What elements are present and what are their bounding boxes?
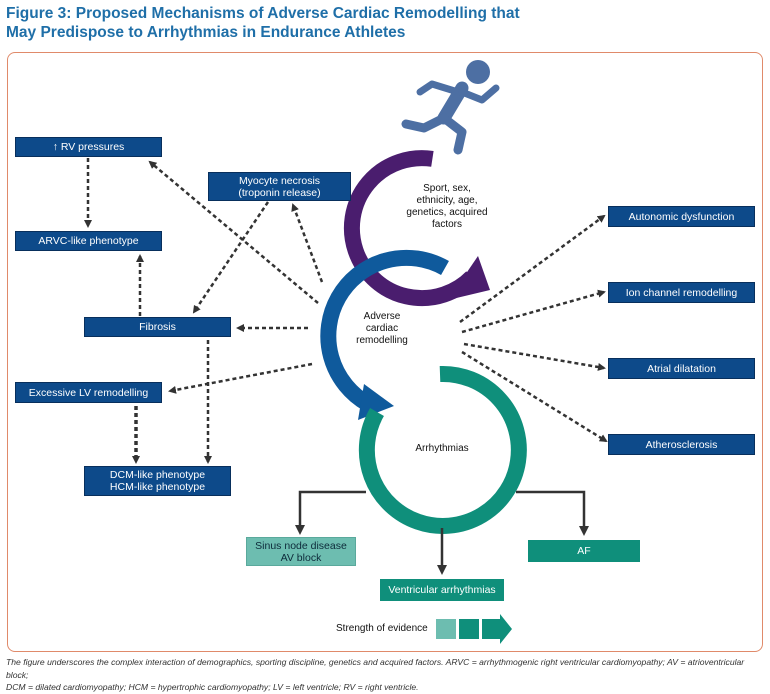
adverse-line-2: cardiac <box>365 323 399 334</box>
sport-ring <box>343 150 490 307</box>
node-arvc-like-label: ARVC-like phenotype <box>38 235 139 247</box>
arrhythmias-text: Arrhythmias <box>415 443 469 454</box>
title-line-1: Figure 3: Proposed Mechanisms of Adverse… <box>6 5 520 22</box>
node-atherosclerosis: Atherosclerosis <box>608 434 755 455</box>
legend-medium-swatch <box>459 619 479 639</box>
node-rv-pressures: ↑ RV pressures <box>15 137 162 157</box>
arrhythmias-label: Arrhythmias <box>400 443 484 455</box>
legend-strong-arrow <box>482 614 512 644</box>
caption-line-2: DCM = dilated cardiomyopathy; HCM = hype… <box>6 682 419 692</box>
figure-caption: The figure underscores the complex inter… <box>6 656 766 694</box>
node-fibrosis-label: Fibrosis <box>139 321 176 333</box>
solid-connectors <box>295 490 589 575</box>
node-myocyte-necrosis: Myocyte necrosis (troponin release) <box>208 172 351 201</box>
node-autonomic-dysfunction: Autonomic dysfunction <box>608 206 755 227</box>
node-dcm-like-label: DCM-like phenotype <box>109 469 206 481</box>
arrow-adverse-to-atrial <box>463 342 606 371</box>
node-ventricular-label: Ventricular arrhythmias <box>388 584 496 596</box>
adverse-remodelling-ring <box>320 249 449 420</box>
arrow-adverse-to-rv <box>148 160 319 304</box>
arrow-adverse-to-lv <box>168 362 313 394</box>
arrow-to-af <box>516 490 589 536</box>
sport-line-1: Sport, sex, <box>423 183 471 194</box>
sport-factors-label: Sport, sex, ethnicity, age, genetics, ac… <box>392 183 502 231</box>
adverse-line-3: remodelling <box>356 335 408 346</box>
node-myocyte-line1: Myocyte necrosis <box>238 174 321 187</box>
arrow-adverse-to-ion <box>461 289 606 334</box>
adverse-remodelling-label: Adverse cardiac remodelling <box>334 311 430 347</box>
sport-line-3: genetics, acquired <box>406 207 488 218</box>
dashed-connectors <box>84 158 608 464</box>
node-hcm-like-label: HCM-like phenotype <box>109 481 206 493</box>
evidence-legend <box>436 614 512 644</box>
node-autonomic-label: Autonomic dysfunction <box>628 210 735 223</box>
sport-line-2: ethnicity, age, <box>416 195 478 206</box>
arrow-adverse-to-myocyte <box>291 203 324 283</box>
runner-icon <box>401 60 500 155</box>
node-excessive-lv: Excessive LV remodelling <box>15 382 162 403</box>
node-athero-label: Atherosclerosis <box>645 438 718 451</box>
sport-line-4: factors <box>431 219 462 230</box>
node-ion-channel: Ion channel remodelling <box>608 282 755 303</box>
caption-line-1: The figure underscores the complex inter… <box>6 657 745 680</box>
legend-weak-swatch <box>436 619 456 639</box>
node-myocyte-line2: (troponin release) <box>238 186 321 199</box>
node-atrial-label: Atrial dilatation <box>647 362 716 375</box>
arrow-adverse-to-athero <box>461 350 608 443</box>
arrow-myocyte-to-fibrosis <box>192 201 270 314</box>
arrhythmias-ring <box>358 365 527 534</box>
node-sinus-line1: Sinus node disease <box>255 539 347 552</box>
node-af-label: AF <box>577 545 591 557</box>
node-sinus-line2: AV block <box>280 551 322 564</box>
arrow-adverse-to-autonomic <box>459 214 606 324</box>
figure-title: Figure 3: Proposed Mechanisms of Adverse… <box>6 4 606 42</box>
node-fibrosis: Fibrosis <box>84 317 231 337</box>
adverse-line-1: Adverse <box>363 311 401 322</box>
title-line-2: May Predispose to Arrhythmias in Enduran… <box>6 24 406 41</box>
node-rv-pressures-label: ↑ RV pressures <box>52 141 125 153</box>
node-af: AF <box>528 540 640 562</box>
node-arvc-like: ARVC-like phenotype <box>15 231 162 251</box>
arrow-to-sinus-node <box>295 490 366 535</box>
legend-label: Strength of evidence <box>336 623 428 634</box>
diagram-frame <box>7 52 763 652</box>
node-ventricular-arrhythmias: Ventricular arrhythmias <box>380 579 504 601</box>
node-ion-channel-label: Ion channel remodelling <box>625 286 738 299</box>
node-excessive-lv-label: Excessive LV remodelling <box>28 386 149 399</box>
node-dcm-hcm: DCM-like phenotype HCM-like phenotype <box>84 466 231 496</box>
node-sinus-node: Sinus node disease AV block <box>246 537 356 566</box>
node-atrial-dilatation: Atrial dilatation <box>608 358 755 379</box>
